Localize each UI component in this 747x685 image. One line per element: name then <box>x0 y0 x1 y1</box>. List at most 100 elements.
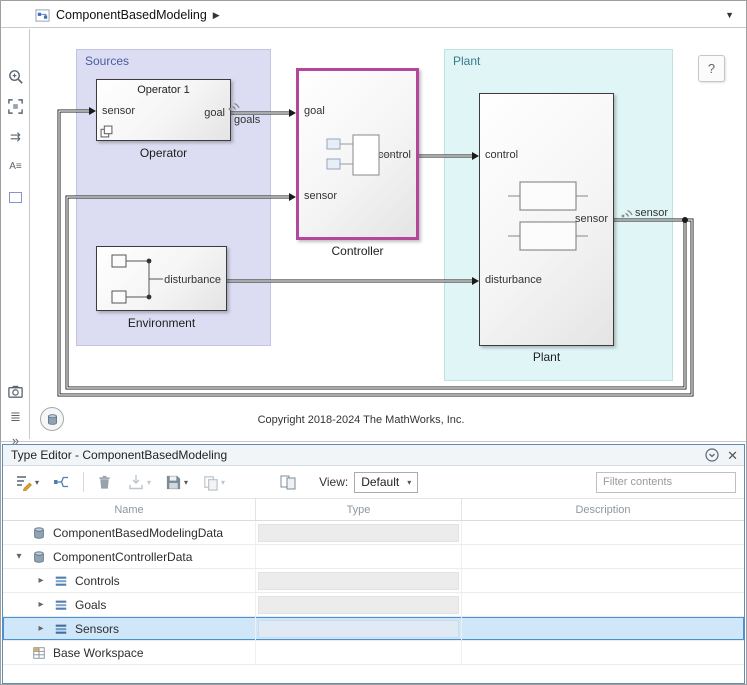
editor-palette: ⇉ A≡ ≣ » <box>1 29 30 448</box>
environment-block-name[interactable]: Environment <box>127 316 196 330</box>
type-field <box>258 571 459 590</box>
table-row[interactable]: ComponentBasedModelingData <box>3 521 744 545</box>
row-name: Goals <box>75 597 107 612</box>
controller-block[interactable]: goal sensor control <box>296 68 419 240</box>
annotation-button[interactable]: A≡ <box>5 156 26 177</box>
operator-block-name[interactable]: Operator <box>139 146 188 160</box>
type-field <box>256 545 462 568</box>
fit-to-view-icon <box>8 99 23 114</box>
copy-button: ▾ <box>198 471 229 494</box>
environment-block-diagram <box>111 254 163 304</box>
plant-block-name[interactable]: Plant <box>532 350 561 364</box>
table-row-selected[interactable]: ▸ Sensors <box>3 617 744 641</box>
table-row[interactable]: ▸ Goals <box>3 593 744 617</box>
plant-block[interactable]: control disturbance sensor <box>479 93 614 346</box>
filter-input[interactable] <box>596 471 736 493</box>
description-field <box>462 521 744 544</box>
plant-port-sensor: sensor <box>574 213 608 225</box>
bus-hierarchy-icon <box>54 476 69 488</box>
type-editor-panel: Type Editor - ComponentBasedModeling ✕ <box>2 444 745 684</box>
type-editor-title: Type Editor - ComponentBasedModeling <box>11 448 228 462</box>
expand-palette-button[interactable]: » <box>5 430 26 451</box>
save-icon <box>166 475 181 489</box>
signal-arrows-button[interactable]: ⇉ <box>5 126 26 147</box>
table-header: Name Type Description <box>3 498 744 521</box>
table-row[interactable]: Base Workspace <box>3 641 744 665</box>
type-field <box>258 619 459 638</box>
chevron-collapsed-icon[interactable]: ▸ <box>38 575 44 586</box>
close-panel-button[interactable]: ✕ <box>727 449 738 462</box>
signal-wireless-icon <box>228 102 240 111</box>
row-name: ComponentControllerData <box>53 549 193 564</box>
breadcrumb: ComponentBasedModeling ▶ ▼ <box>1 3 746 28</box>
signal-wires <box>57 107 694 397</box>
table-row[interactable]: ▸ Controls <box>3 569 744 593</box>
compare-icon <box>280 475 296 490</box>
goals-signal-label[interactable]: goals <box>234 114 261 126</box>
chevron-expanded-icon[interactable]: ▾ <box>16 551 22 562</box>
data-dictionary-badge[interactable] <box>40 407 64 431</box>
plant-port-control: control <box>485 149 519 161</box>
operator-block-title: Operator 1 <box>137 84 190 96</box>
double-chevron-icon: » <box>11 433 20 448</box>
view-select[interactable]: Default ▾ <box>354 471 419 493</box>
save-button[interactable]: ▾ <box>161 471 192 494</box>
chevron-down-icon: ▾ <box>184 477 189 487</box>
row-name: Controls <box>75 573 120 588</box>
column-header-description: Description <box>575 503 631 516</box>
controller-block-name[interactable]: Controller <box>331 244 384 258</box>
camera-icon <box>8 385 23 398</box>
base-workspace-icon <box>31 645 47 661</box>
sensor-signal-label[interactable]: sensor <box>635 207 669 219</box>
snapshot-button[interactable] <box>5 381 26 402</box>
operator-port-goal: goal <box>204 107 225 119</box>
chevron-down-icon: ▾ <box>221 477 226 487</box>
row-name: Base Workspace <box>53 645 144 660</box>
breadcrumb-model-name[interactable]: ComponentBasedModeling <box>56 8 207 22</box>
table-row[interactable]: ▾ ComponentControllerData <box>3 545 744 569</box>
delete-button[interactable] <box>92 471 117 494</box>
plant-block-diagram <box>508 181 588 251</box>
environment-block[interactable]: disturbance <box>96 246 227 311</box>
type-editor-toolbar: ▾ ▾ <box>3 466 744 498</box>
controller-port-goal: goal <box>304 105 325 117</box>
description-field <box>462 593 744 616</box>
compare-button[interactable] <box>275 470 301 494</box>
description-field <box>462 641 744 664</box>
type-field <box>258 595 459 614</box>
list-view-button[interactable]: ≣ <box>5 406 26 427</box>
zoom-in-button[interactable] <box>5 66 26 87</box>
column-header-name: Name <box>3 499 256 520</box>
data-dictionary-icon <box>31 525 47 541</box>
add-type-button[interactable]: ▾ <box>11 470 43 494</box>
type-editor-titlebar: Type Editor - ComponentBasedModeling ✕ <box>3 445 744 466</box>
description-field <box>462 569 744 592</box>
bus-hierarchy-button[interactable] <box>49 470 75 494</box>
import-button: ▾ <box>123 470 155 494</box>
database-icon <box>47 413 57 425</box>
chevron-down-icon: ▾ <box>147 477 152 487</box>
list-icon: ≣ <box>10 408 21 424</box>
circle-chevron-icon <box>705 448 719 462</box>
annotation-icon: A≡ <box>9 161 22 172</box>
signal-wireless-icon <box>621 209 633 218</box>
row-name: Sensors <box>75 621 120 636</box>
copyright-annotation: Copyright 2018-2024 The MathWorks, Inc. <box>257 414 465 426</box>
breadcrumb-dropdown-icon[interactable]: ▼ <box>725 10 734 20</box>
bus-type-icon <box>53 597 69 613</box>
view-label: View: <box>319 475 349 489</box>
fit-to-view-button[interactable] <box>5 96 26 117</box>
row-name: ComponentBasedModelingData <box>53 525 224 540</box>
panel-menu-button[interactable] <box>705 448 719 462</box>
type-field <box>258 523 459 542</box>
chevron-down-icon: ▾ <box>35 477 40 487</box>
chevron-collapsed-icon[interactable]: ▸ <box>38 599 44 610</box>
breadcrumb-arrow-icon[interactable]: ▶ <box>212 9 220 20</box>
description-field <box>462 617 744 640</box>
help-button[interactable]: ? <box>698 55 725 82</box>
operator-block[interactable]: Operator 1 sensor goal <box>96 79 231 141</box>
chevron-collapsed-icon[interactable]: ▸ <box>38 623 44 634</box>
model-editor: ComponentBasedModeling ▶ ▼ ⇉ <box>1 1 746 448</box>
area-button[interactable] <box>5 187 26 208</box>
description-field <box>462 545 744 568</box>
